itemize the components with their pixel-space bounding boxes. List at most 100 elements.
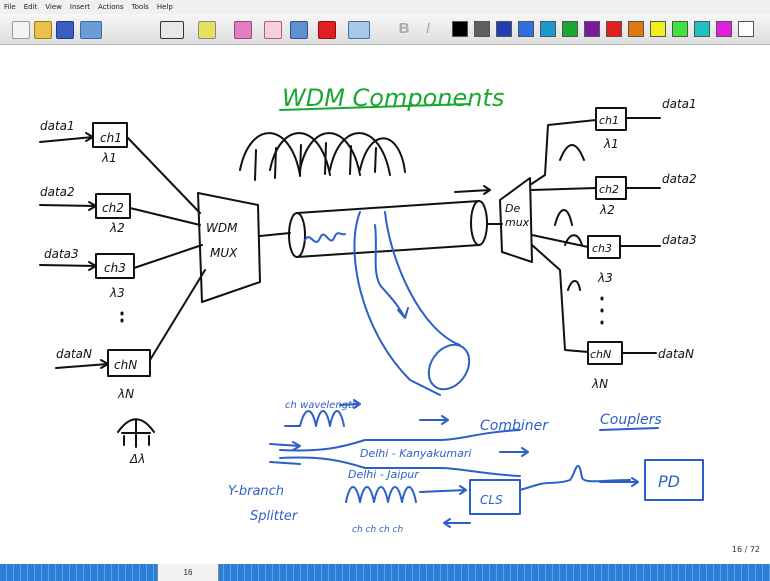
scroll-thumb[interactable]: 16 [157, 564, 219, 581]
pointer-icon[interactable] [318, 21, 336, 39]
arrow-data1 [40, 133, 93, 142]
fiber-signal-wave [305, 233, 345, 242]
whiteboard-canvas[interactable]: WDM Components [0, 45, 770, 563]
text-icon[interactable] [348, 21, 370, 39]
color-swatch-2[interactable] [474, 21, 490, 37]
color-swatch-7[interactable] [584, 21, 600, 37]
pd-label: PD [658, 472, 680, 491]
input-lambda3-label: λ3 [109, 286, 125, 300]
output-ch3-label: ch3 [592, 242, 612, 255]
link-ch2-mux [130, 208, 200, 225]
input-ch3-label: ch3 [104, 261, 126, 275]
page-scrollbar[interactable] [0, 564, 770, 581]
new-page-icon[interactable] [12, 21, 30, 39]
fiber-zoom-outline [354, 212, 460, 395]
delta-lambda-label: Δλ [129, 452, 145, 466]
delta-lambda-sketch [118, 419, 154, 447]
color-swatch-3[interactable] [496, 21, 512, 37]
eraser-icon[interactable] [234, 21, 252, 39]
cls-out-arrow [444, 519, 470, 527]
output-ch1-label: ch1 [599, 114, 619, 127]
link-ch1-mux [127, 137, 200, 213]
link-chN-mux [150, 270, 205, 360]
output-data3-label: data3 [662, 233, 697, 247]
ybranch-label-line2: Splitter [250, 509, 299, 524]
color-swatch-6[interactable] [562, 21, 578, 37]
fiber-front-end [289, 213, 305, 257]
menu-actions[interactable]: Actions [98, 3, 124, 11]
fiber-back-end [471, 201, 487, 245]
arrow-into-demux [455, 186, 490, 194]
menu-edit[interactable]: Edit [24, 3, 38, 11]
input-pulse-wave [285, 411, 344, 426]
italic-icon[interactable]: I [420, 21, 436, 37]
arrow-dataN [56, 360, 108, 368]
mux-label-line1: WDM [206, 221, 238, 235]
open-icon[interactable] [34, 21, 52, 39]
bold-icon[interactable]: B [396, 21, 412, 37]
page-number: 16 / 72 [732, 545, 760, 554]
color-swatch-8[interactable] [606, 21, 622, 37]
link-ch3-mux [134, 245, 202, 268]
input-data2-label: data2 [40, 185, 75, 199]
menu-tools[interactable]: Tools [132, 3, 149, 11]
input-lambda2-label: λ2 [109, 221, 125, 235]
title-text: WDM Components [282, 84, 504, 112]
lasso-icon[interactable] [264, 21, 282, 39]
insert-space-icon[interactable] [290, 21, 308, 39]
arrow-data3 [40, 262, 96, 270]
splitter-name-label: Delhi - Jaipur [348, 468, 420, 481]
demux-label-line2: mux [505, 216, 530, 229]
mux-label-line2: MUX [210, 246, 238, 260]
link-mux-fiber [260, 233, 290, 236]
menu-bar: File Edit View Insert Actions Tools Help [0, 0, 770, 14]
couplers-underline [600, 428, 658, 430]
color-swatch-1[interactable] [452, 21, 468, 37]
input-data3-label: data3 [44, 247, 79, 261]
output-ch2-label: ch2 [599, 183, 619, 196]
color-swatch-13[interactable] [716, 21, 732, 37]
pen-icon[interactable] [160, 21, 184, 39]
color-swatch-9[interactable] [628, 21, 644, 37]
coupler-in-arrow-2 [270, 462, 300, 464]
color-swatch-14[interactable] [738, 21, 754, 37]
arrow-data2 [40, 202, 96, 210]
output-data1-label: data1 [662, 97, 697, 111]
color-swatch-11[interactable] [672, 21, 688, 37]
cls-spectrum [520, 466, 630, 490]
output-links [620, 118, 660, 353]
output-dataN-label: dataN [658, 347, 694, 361]
fiber-ray-path [375, 225, 408, 318]
output-lambda3-label: λ3 [597, 271, 613, 285]
output-chN-label: chN [590, 348, 611, 361]
menu-view[interactable]: View [45, 3, 62, 11]
coupler-out-arrow-2 [500, 448, 528, 456]
color-swatch-5[interactable] [540, 21, 556, 37]
save-icon[interactable] [56, 21, 74, 39]
spectrum-curves [240, 133, 405, 175]
input-dataN-label: dataN [56, 347, 92, 361]
ch-list-label: ch ch ch ch [352, 525, 403, 535]
highlighter-icon[interactable] [198, 21, 216, 39]
combiner-label: Combiner [480, 418, 549, 434]
color-swatch-10[interactable] [650, 21, 666, 37]
color-swatch-4[interactable] [518, 21, 534, 37]
coupler-in-arrow-1 [270, 442, 300, 450]
input-lambda1-label: λ1 [101, 151, 117, 165]
input-ch1-label: ch1 [100, 131, 122, 145]
output-lambda1-label: λ1 [603, 137, 619, 151]
splitter-pulse-wave [346, 487, 416, 502]
menu-insert[interactable]: Insert [70, 3, 90, 11]
input-chN-label: chN [114, 358, 137, 372]
undo-icon[interactable] [80, 21, 102, 39]
ink-drawing: WDM Components [0, 45, 770, 563]
menu-file[interactable]: File [4, 3, 16, 11]
output-lambda2-label: λ2 [599, 203, 615, 217]
ch-wavelength-label: ch wavelength [285, 400, 358, 411]
toolbar: B I [0, 14, 770, 45]
color-swatch-12[interactable] [694, 21, 710, 37]
demux-label-line1: De [505, 202, 520, 215]
output-data2-label: data2 [662, 172, 697, 186]
cls-label: CLS [480, 493, 503, 507]
menu-help[interactable]: Help [157, 3, 173, 11]
